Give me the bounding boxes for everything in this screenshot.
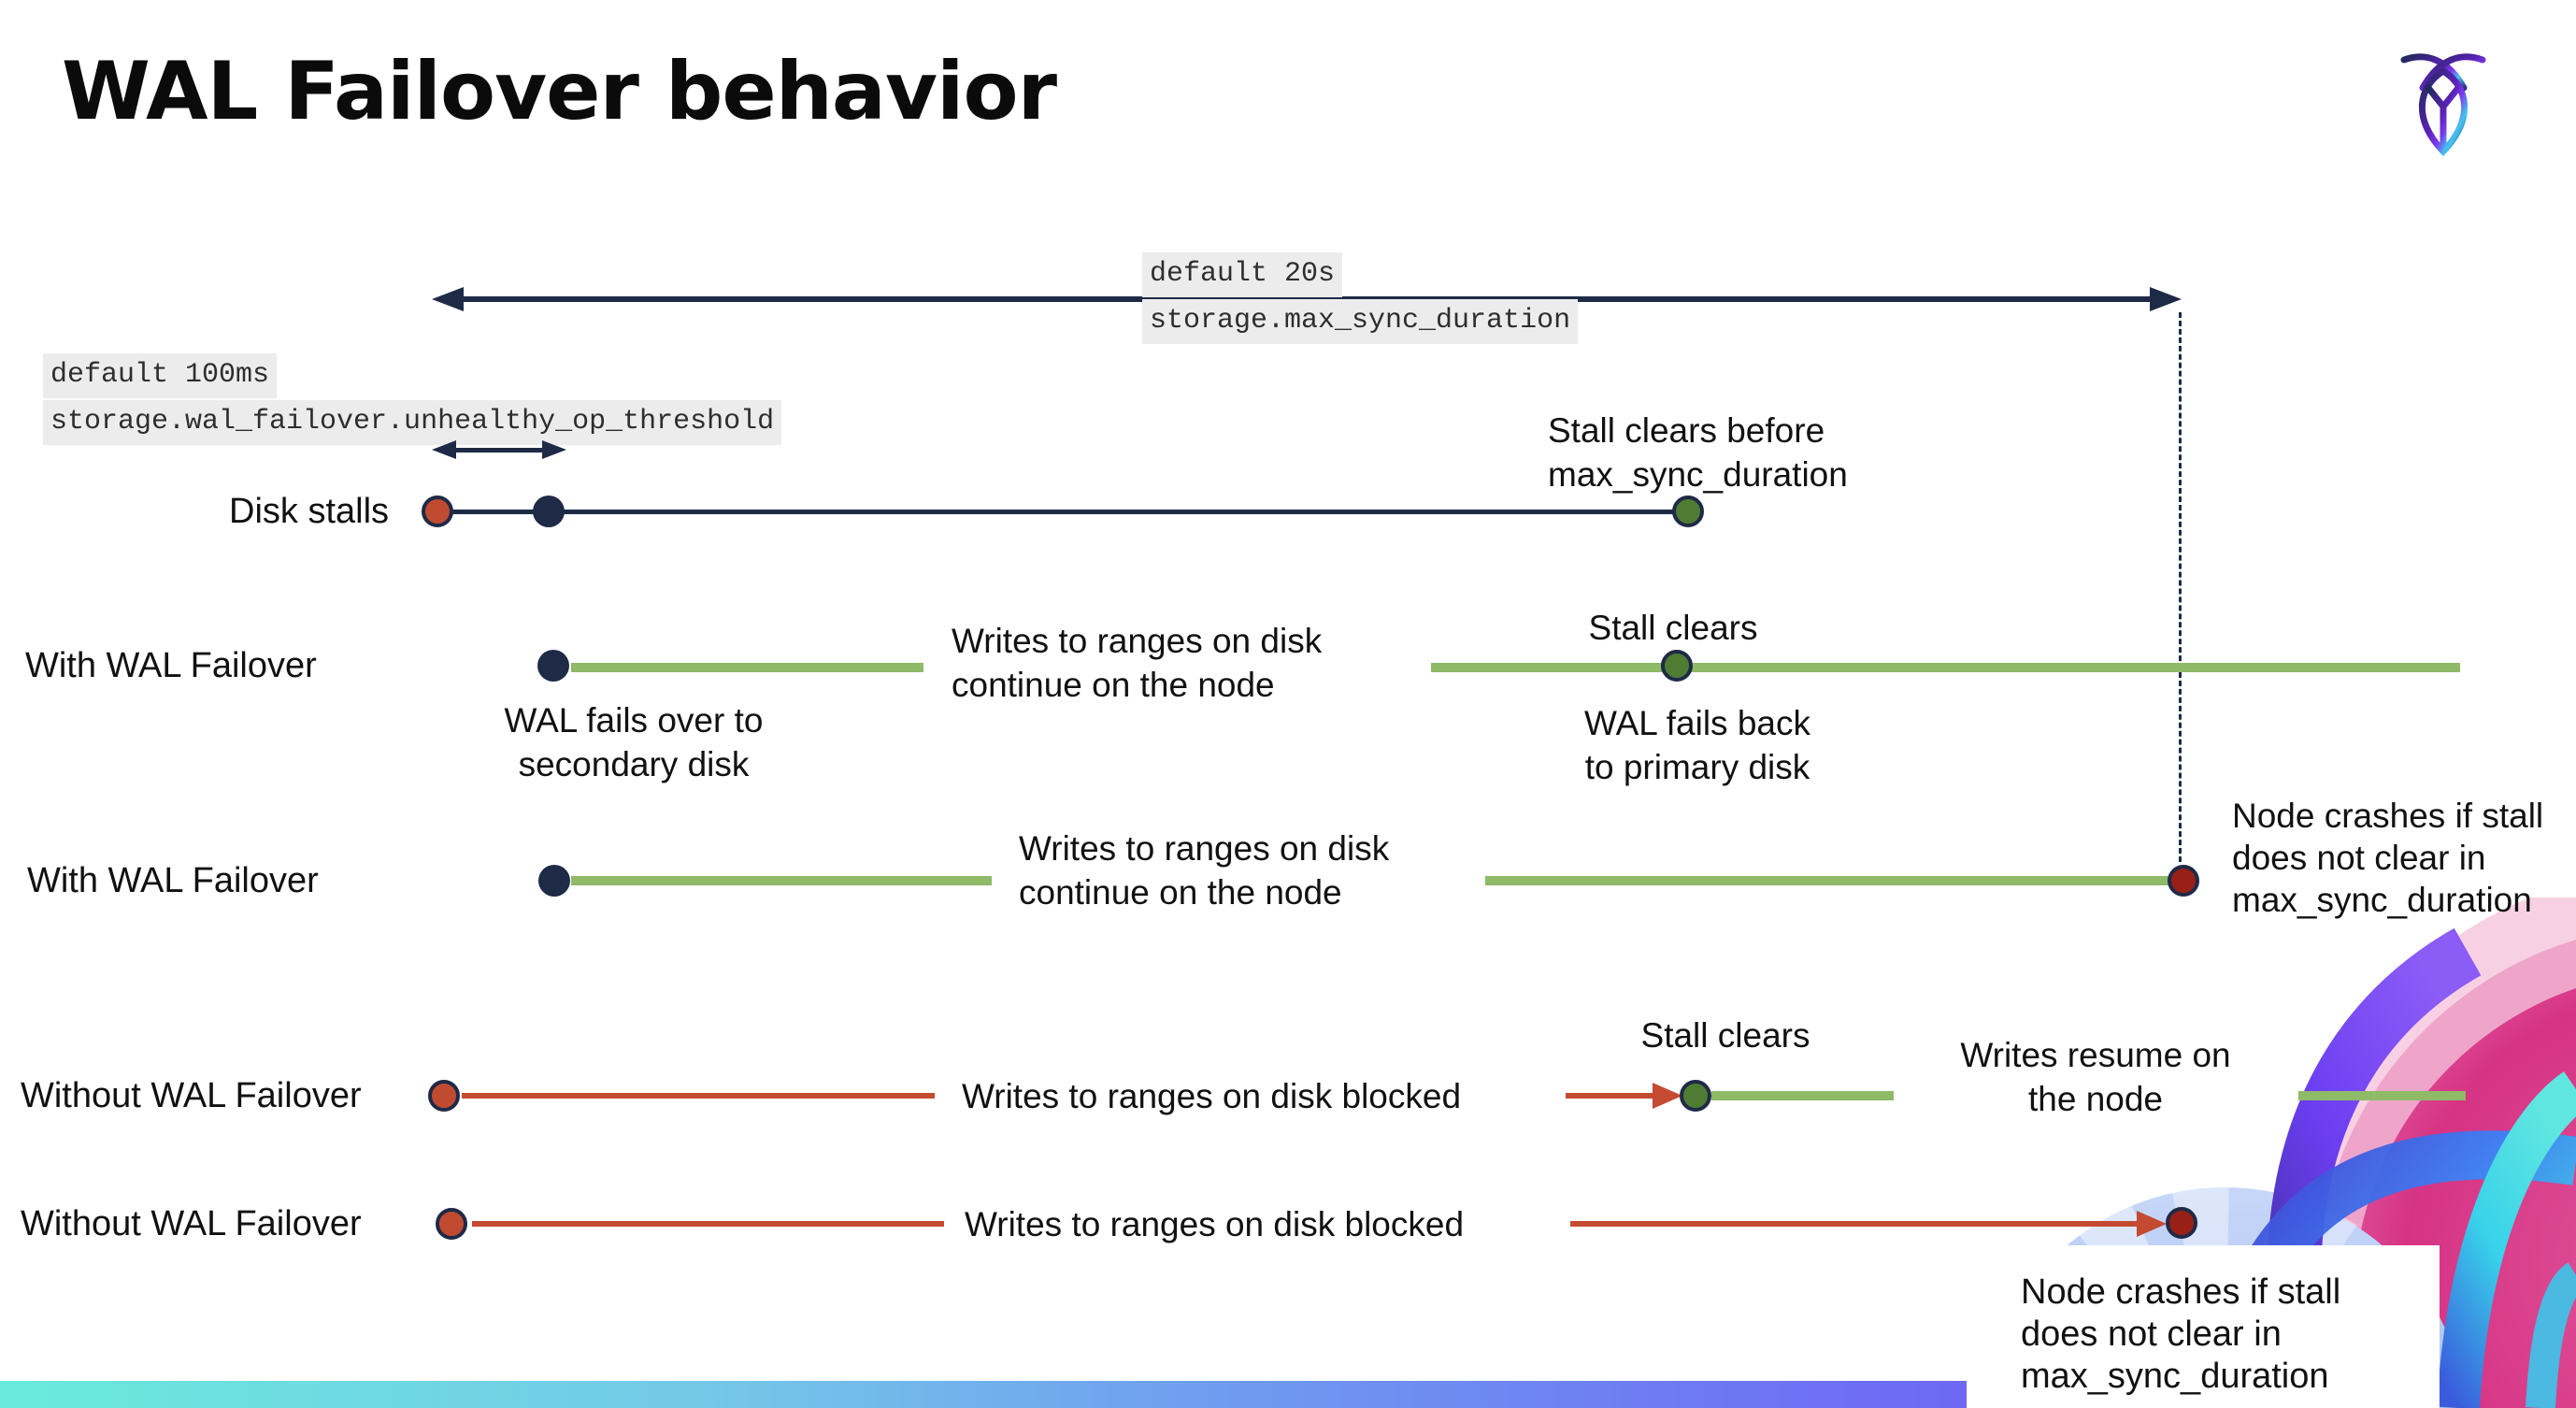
writes-blocked-line	[472, 1221, 944, 1227]
unhealthy-op-threshold-setting-label: default 100ms storage.wal_failover.unhea…	[43, 353, 782, 447]
writes-resume-line	[1711, 1091, 1894, 1100]
writes-blocked-note: Writes to ranges on disk blocked	[965, 1205, 1465, 1243]
red-arrowhead-icon	[1653, 1083, 1682, 1109]
wal-fails-over-note: WAL fails over to secondary disk	[504, 701, 764, 783]
page-title: WAL Failover behavior	[62, 45, 1057, 138]
writes-continue-note: Writes to ranges on disk continue on the…	[952, 622, 1323, 704]
cockroachdb-logo-icon	[2400, 53, 2486, 157]
arrowhead-right-icon	[2150, 287, 2182, 311]
stall-timeline-line	[437, 509, 1688, 514]
writes-continue-line	[1431, 663, 2460, 672]
setting-name: storage.wal_failover.unhealthy_op_thresh…	[43, 400, 782, 445]
stall-clears-dot	[1672, 496, 1704, 527]
disk-stall-start-dot	[422, 496, 453, 527]
stall-clears-before-note: Stall clears before max_sync_duration	[1548, 411, 1848, 494]
setting-name: storage.max_sync_duration	[1142, 299, 1579, 344]
writes-continue-line	[1485, 876, 2175, 885]
node-crash-dot	[2166, 1207, 2197, 1239]
arrowhead-left-icon	[432, 440, 456, 459]
node-crash-note-line: max_sync_duration	[2021, 1357, 2329, 1396]
writes-continue-line	[571, 876, 992, 885]
writes-blocked-line	[1566, 1093, 1659, 1099]
node-crash-note-line: does not clear in	[2021, 1315, 2282, 1354]
setting-default-value: default 100ms	[43, 353, 278, 398]
writes-continue-note: Writes to ranges on disk continue on the…	[1019, 829, 1390, 912]
node-crash-dot	[2168, 865, 2199, 897]
row-label: Without WAL Failover	[21, 1076, 362, 1115]
writes-resume-line	[2298, 1091, 2466, 1100]
failover-dot	[538, 865, 570, 897]
row-label: Disk stalls	[229, 492, 390, 531]
stall-clears-dot	[1661, 650, 1693, 682]
stall-clears-dot	[1680, 1080, 1711, 1112]
wal-fails-back-note: WAL fails back to primary disk	[1584, 704, 1810, 786]
writes-blocked-note: Writes to ranges on disk blocked	[962, 1077, 1462, 1115]
max-sync-duration-setting-label: default 20s storage.max_sync_duration	[1142, 252, 1579, 346]
max-sync-deadline-dashed-line	[2179, 312, 2182, 862]
failover-dot	[537, 650, 569, 682]
disk-stall-start-dot	[428, 1080, 460, 1112]
node-crash-note-line: Node crashes if stall	[2021, 1272, 2341, 1312]
row-label: Without WAL Failover	[21, 1204, 362, 1243]
writes-blocked-line	[462, 1093, 935, 1099]
arrowhead-right-icon	[542, 440, 566, 459]
row-label: With WAL Failover	[25, 646, 317, 685]
stall-clears-note: Stall clears	[1640, 1016, 1810, 1055]
failover-threshold-dot	[533, 496, 565, 527]
disk-stall-start-dot	[436, 1208, 467, 1240]
setting-default-value: default 20s	[1142, 252, 1343, 297]
writes-blocked-line	[1570, 1221, 2137, 1227]
row-label: With WAL Failover	[27, 861, 319, 900]
writes-resume-note: Writes resume on the node	[1960, 1036, 2231, 1118]
writes-continue-line	[571, 663, 923, 672]
stall-clears-note: Stall clears	[1588, 609, 1758, 647]
node-crash-note-box: Node crashes if stall does not clear in …	[1967, 1245, 2440, 1408]
red-arrowhead-icon	[2137, 1211, 2167, 1237]
node-crash-note: Node crashes if stall does not clear in …	[2232, 797, 2544, 919]
